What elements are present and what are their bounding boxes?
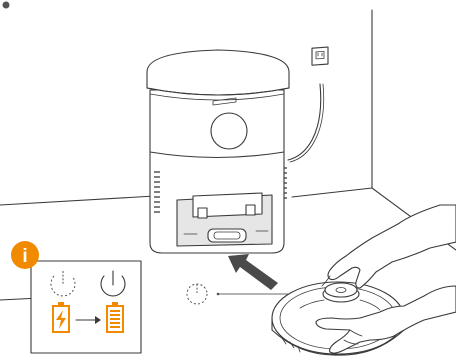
- corner-dot: [3, 2, 10, 9]
- battery-full-icon: [107, 302, 123, 332]
- dock-station: [147, 50, 289, 253]
- info-icon: i: [11, 241, 39, 269]
- wall-outlet: [312, 47, 328, 65]
- info-panel: i: [11, 241, 141, 353]
- insert-direction-arrow: [228, 254, 278, 290]
- battery-low-charging-icon: [53, 302, 69, 332]
- power-cable: [288, 84, 321, 160]
- info-badge-glyph: i: [22, 246, 27, 267]
